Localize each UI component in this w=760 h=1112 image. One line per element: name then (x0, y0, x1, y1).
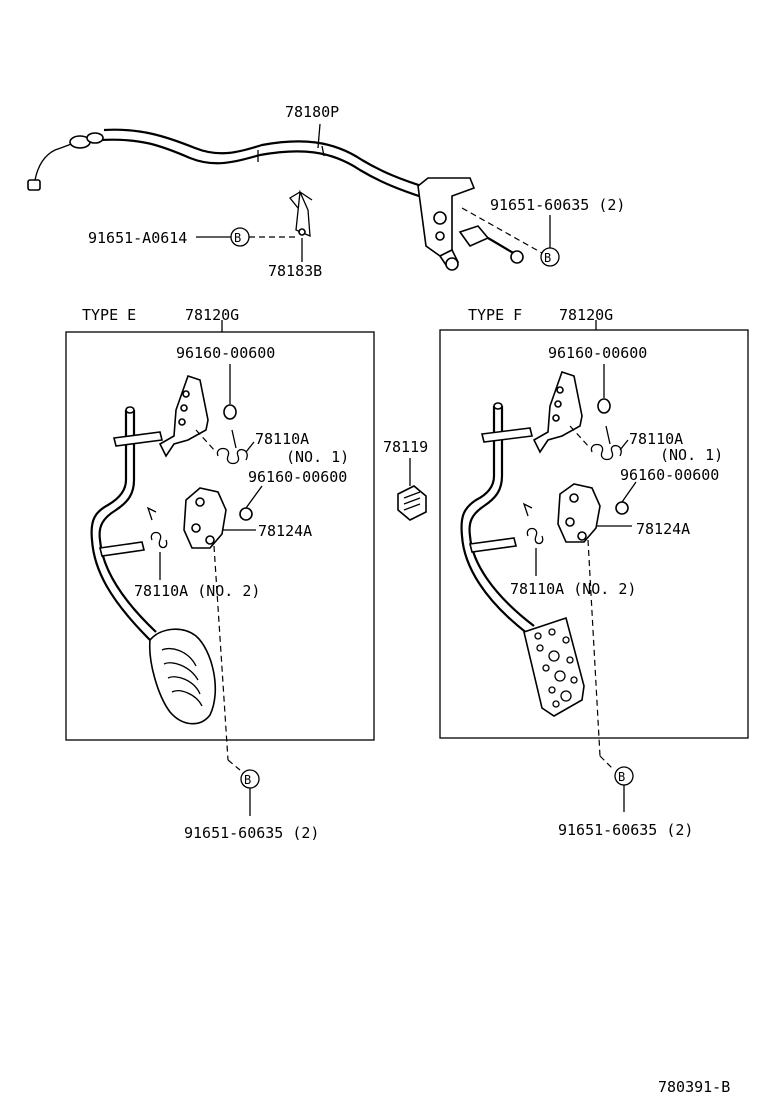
type-f-box (439, 329, 749, 739)
type-f-spring-no2 (522, 502, 544, 576)
type-f-pedal-arm (460, 402, 585, 717)
label-e-spring-no1: 78110A (255, 430, 309, 448)
label-e-bracket: 78124A (258, 522, 312, 540)
type-f-bushing-mid (615, 481, 637, 515)
cable-clip (289, 189, 313, 238)
label-e-bushing-mid: 96160-00600 (248, 468, 347, 486)
figure-number: 780391-B (658, 1078, 730, 1096)
type-e-spring-no1 (195, 429, 248, 465)
svg-text:B: B (234, 231, 241, 245)
type-f-bracket-78124a (557, 483, 632, 543)
cable-leader (317, 123, 321, 149)
svg-text:B: B (544, 251, 551, 265)
type-e-pedal-arm (90, 406, 217, 725)
label-type-e-assembly: 78120G (185, 306, 239, 324)
svg-text:B: B (244, 773, 251, 787)
label-f-bracket: 78124A (636, 520, 690, 538)
ref-circle-top-left: B (230, 227, 250, 247)
type-e-bushing-top (223, 364, 237, 420)
label-f-spring-no1-note: (NO. 1) (660, 446, 723, 464)
type-f-spring-no1 (569, 425, 622, 461)
accelerator-cable (27, 128, 429, 200)
type-f-bushing-top (597, 364, 611, 414)
label-type-f: TYPE F (468, 306, 522, 324)
label-f-bushing-top: 96160-00600 (548, 344, 647, 362)
label-cable-bolt-left: 91651-A0614 (88, 229, 187, 247)
type-e-box (65, 331, 375, 741)
label-f-bolt-bottom: 91651-60635 (2) (558, 821, 693, 839)
label-e-spring-no2: 78110A (NO. 2) (134, 582, 260, 600)
label-cable-clip: 78183B (268, 262, 322, 280)
label-f-spring-no1: 78110A (629, 430, 683, 448)
label-e-bushing-top: 96160-00600 (176, 344, 275, 362)
svg-text:B: B (618, 770, 625, 784)
ref-circle-top-right: B (540, 247, 560, 267)
label-type-f-assembly: 78120G (559, 306, 613, 324)
ref-circle-e-bottom: B (240, 769, 260, 816)
type-e-spring-no2 (146, 506, 168, 580)
cable-bracket (417, 177, 524, 271)
label-cable: 78180P (285, 103, 339, 121)
type-e-bushing-mid (239, 485, 263, 521)
label-stopper: 78119 (383, 438, 428, 456)
label-f-bushing-mid: 96160-00600 (620, 466, 719, 484)
ref-circle-f-bottom: B (614, 766, 634, 812)
label-e-bolt-bottom: 91651-60635 (2) (184, 824, 319, 842)
label-e-spring-no1-note: (NO. 1) (286, 448, 349, 466)
label-cable-bolt-right: 91651-60635 (2) (490, 196, 625, 214)
type-e-bracket-78124a (183, 487, 256, 549)
type-f-upper-bracket (532, 370, 583, 454)
stopper-78119 (397, 485, 427, 521)
label-type-e: TYPE E (82, 306, 136, 324)
label-f-spring-no2: 78110A (NO. 2) (510, 580, 636, 598)
type-e-upper-bracket (158, 374, 209, 458)
